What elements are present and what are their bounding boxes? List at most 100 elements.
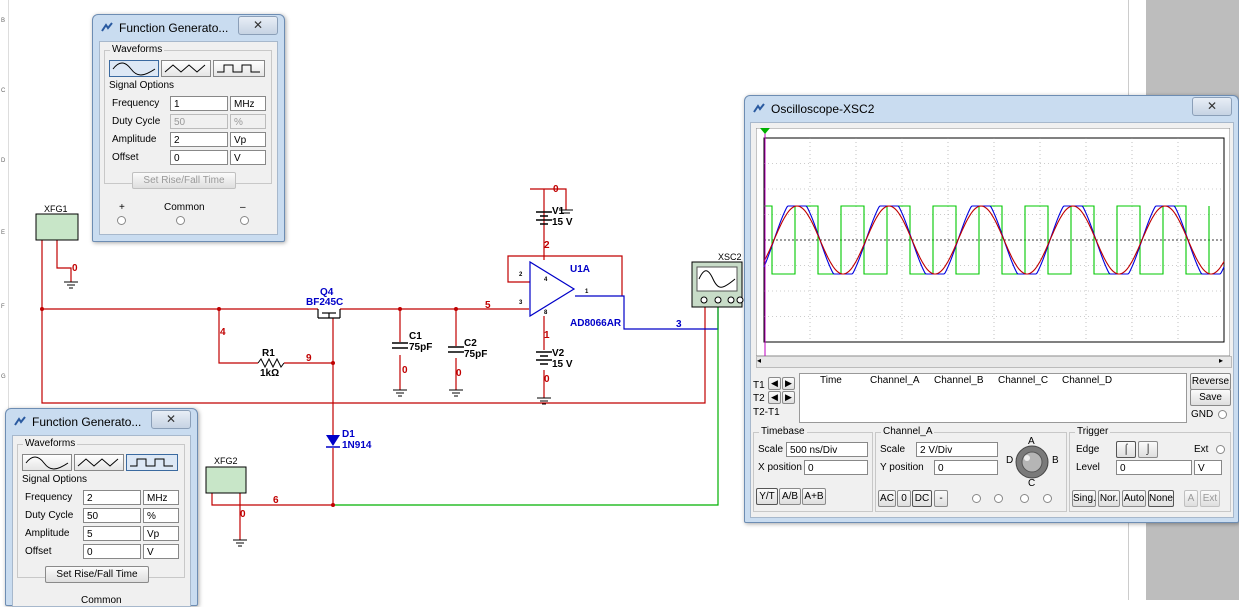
channel-select-knob-icon[interactable]: [1014, 444, 1050, 480]
function-generator-window-1[interactable]: Function Generato... ✕ Waveforms Signal …: [92, 14, 285, 242]
close-button[interactable]: ✕: [151, 410, 191, 429]
trigger-source-a-button[interactable]: A: [1184, 490, 1198, 507]
duty-cycle-field[interactable]: 50: [83, 508, 141, 523]
duty-cycle-field[interactable]: 50: [170, 114, 228, 129]
duty-cycle-unit[interactable]: %: [143, 508, 179, 523]
common-terminal-label: Common: [81, 595, 122, 606]
ruler-row-b: B: [1, 18, 6, 24]
level-label: Level: [1076, 462, 1100, 473]
triangle-wave-icon: [77, 458, 119, 467]
close-button[interactable]: ✕: [238, 16, 278, 35]
ext-label: Ext: [1194, 444, 1209, 455]
sine-wave-button[interactable]: [22, 454, 72, 471]
set-rise-fall-time-button[interactable]: Set Rise/Fall Time: [132, 172, 236, 189]
oscilloscope-window[interactable]: Oscilloscope-XSC2 ✕ ◂ ▸ T1 T2 T2-T1 ◀ ▶ …: [744, 95, 1239, 523]
scroll-right-arrow-icon[interactable]: ▸: [1219, 356, 1224, 365]
scope-display[interactable]: [756, 128, 1230, 356]
channel-c-terminal[interactable]: [1020, 494, 1029, 503]
xfg1-label[interactable]: XFG1: [44, 204, 68, 214]
offset-field[interactable]: 0: [83, 544, 141, 559]
a-plus-b-mode-button[interactable]: A+B: [802, 488, 826, 505]
scroll-left-arrow-icon[interactable]: ◂: [757, 356, 762, 365]
trigger-source-ext-button[interactable]: Ext: [1200, 490, 1220, 507]
set-rise-fall-time-button[interactable]: Set Rise/Fall Time: [45, 566, 149, 583]
rising-edge-icon[interactable]: ⌠: [1116, 441, 1136, 458]
invert-button[interactable]: -: [934, 490, 948, 507]
gnd-terminal[interactable]: [1218, 410, 1227, 419]
close-button[interactable]: ✕: [1192, 97, 1232, 116]
r1-ref: R1: [262, 348, 275, 359]
y-position-field[interactable]: 0: [934, 460, 998, 475]
channel-d-terminal[interactable]: [1043, 494, 1052, 503]
function-generator-icon: [101, 22, 113, 32]
cursor-t1-handle[interactable]: [760, 128, 770, 134]
offset-field[interactable]: 0: [170, 150, 228, 165]
channel-a-scale-label: Scale: [880, 444, 906, 455]
duty-cycle-unit[interactable]: %: [230, 114, 266, 129]
dc-coupling-button[interactable]: DC: [912, 490, 932, 507]
auto-trigger-button[interactable]: Auto: [1122, 490, 1146, 507]
waveforms-label: Waveforms: [110, 44, 165, 55]
t2-left-arrow-icon[interactable]: ◀: [768, 391, 781, 404]
yt-mode-button[interactable]: Y/T: [756, 488, 778, 505]
square-wave-button[interactable]: [213, 60, 265, 77]
normal-trigger-button[interactable]: Nor.: [1098, 490, 1120, 507]
readout-header-channel-b: Channel_B: [934, 375, 984, 386]
square-wave-button[interactable]: [126, 454, 178, 471]
amplitude-field[interactable]: 2: [170, 132, 228, 147]
frequency-field[interactable]: 2: [83, 490, 141, 505]
net-label-0: 0: [553, 184, 559, 195]
falling-edge-icon[interactable]: ⌡: [1138, 441, 1158, 458]
q4-ref: Q4: [320, 287, 334, 298]
net-label-0: 0: [456, 368, 462, 379]
x-position-label: X position: [758, 462, 802, 473]
t1-left-arrow-icon[interactable]: ◀: [768, 377, 781, 390]
channel-a-terminal[interactable]: [972, 494, 981, 503]
window-title: Function Generato...: [32, 415, 142, 429]
u1-part: AD8066AR: [570, 318, 622, 329]
trigger-level-unit[interactable]: V: [1194, 460, 1222, 475]
amplitude-unit[interactable]: Vp: [230, 132, 266, 147]
net-label-2: 2: [544, 240, 550, 251]
timebase-scale-field[interactable]: 500 ns/Div: [786, 442, 868, 457]
amplitude-field[interactable]: 5: [83, 526, 141, 541]
channel-b-terminal[interactable]: [994, 494, 1003, 503]
trigger-level-field[interactable]: 0: [1116, 460, 1192, 475]
xfg2-label[interactable]: XFG2: [214, 456, 238, 466]
offset-unit[interactable]: V: [143, 544, 179, 559]
minus-terminal[interactable]: [240, 216, 249, 225]
reverse-button[interactable]: Reverse: [1190, 373, 1231, 390]
ac-coupling-button[interactable]: AC: [878, 490, 896, 507]
xsc2-label[interactable]: XSC2: [718, 252, 742, 262]
frequency-unit[interactable]: MHz: [143, 490, 179, 505]
frequency-unit[interactable]: MHz: [230, 96, 266, 111]
function-generator-window-2[interactable]: Function Generato... ✕ Waveforms Signal …: [5, 408, 198, 607]
save-button[interactable]: Save: [1190, 389, 1231, 406]
sine-wave-icon: [25, 456, 69, 470]
x-position-field[interactable]: 0: [804, 460, 868, 475]
single-trigger-button[interactable]: Sing.: [1072, 490, 1096, 507]
channel-a-label: Channel_A: [881, 426, 935, 437]
net-label-0: 0: [72, 263, 78, 274]
sine-wave-button[interactable]: [109, 60, 159, 77]
ruler-row-d: D: [1, 158, 6, 164]
external-trigger-terminal[interactable]: [1216, 445, 1225, 454]
common-terminal[interactable]: [176, 216, 185, 225]
t1-right-arrow-icon[interactable]: ▶: [782, 377, 795, 390]
net-label-5: 5: [485, 300, 491, 311]
plus-terminal[interactable]: [117, 216, 126, 225]
t2-right-arrow-icon[interactable]: ▶: [782, 391, 795, 404]
scope-scrollbar[interactable]: [756, 356, 1232, 368]
triangle-wave-button[interactable]: [74, 454, 124, 471]
amplitude-unit[interactable]: Vp: [143, 526, 179, 541]
none-trigger-button[interactable]: None: [1148, 490, 1174, 507]
ab-mode-button[interactable]: A/B: [779, 488, 801, 505]
triangle-wave-button[interactable]: [161, 60, 211, 77]
channel-a-scale-field[interactable]: 2 V/Div: [916, 442, 998, 457]
zero-coupling-button[interactable]: 0: [897, 490, 911, 507]
r1-value: 1kΩ: [260, 368, 280, 379]
frequency-field[interactable]: 1: [170, 96, 228, 111]
page-ruler-left: [0, 0, 9, 600]
offset-unit[interactable]: V: [230, 150, 266, 165]
minus-terminal-label: –: [240, 202, 246, 213]
